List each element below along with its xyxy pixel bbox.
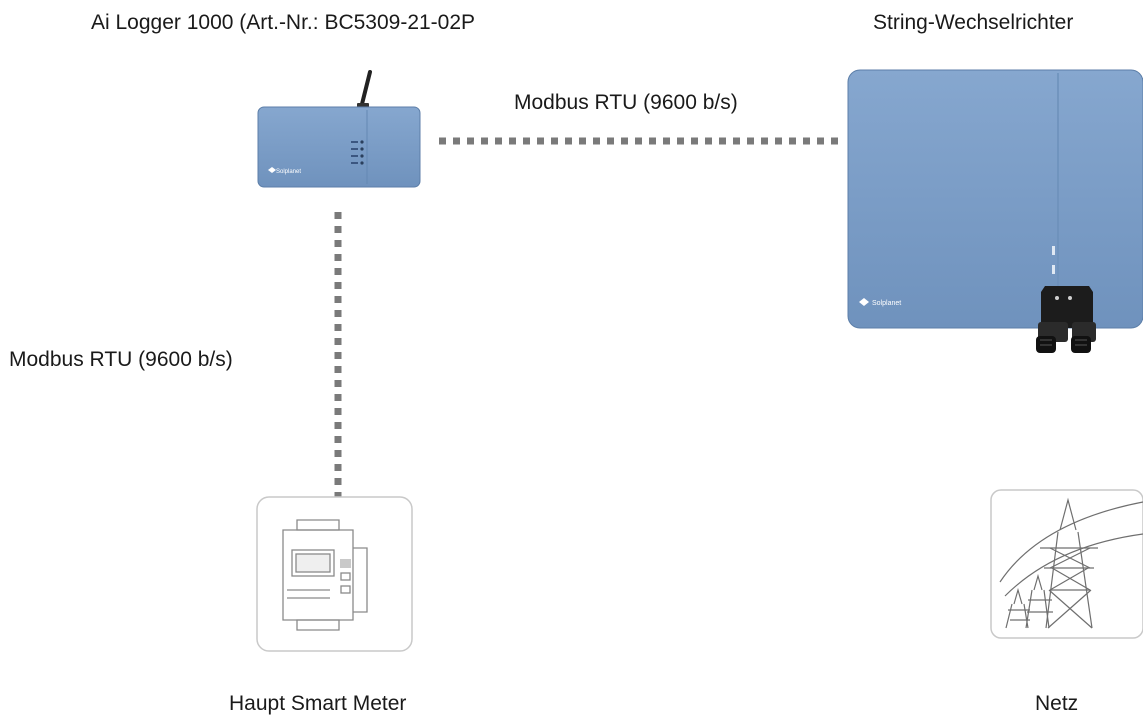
meter-label: Haupt Smart Meter: [229, 692, 407, 715]
antenna-icon: [360, 70, 372, 106]
inverter-device: Solplanet: [847, 69, 1143, 353]
power-line-inverter-meter: [401, 272, 838, 489]
inverter-logo-icon: [859, 298, 869, 306]
smart-meter-device: [256, 496, 413, 652]
logger-device: Solplanet: [257, 70, 421, 188]
logger-label: Ai Logger 1000 (Art.-Nr.: BC5309-21-02P: [91, 11, 476, 34]
power-pylon-icon: [999, 497, 1143, 629]
inverter-logo: Solplanet: [872, 300, 901, 307]
logger-logo-icon: [268, 167, 276, 173]
grid-device: [990, 489, 1143, 639]
grid-label: Netz: [1035, 692, 1079, 715]
modbus-horizontal-label: Modbus RTU (9600 b/s): [514, 91, 738, 114]
inverter-label: String-Wechselrichter: [873, 11, 1074, 34]
modbus-vertical-label: Modbus RTU (9600 b/s): [9, 348, 233, 371]
logger-logo: Solplanet: [276, 169, 301, 175]
